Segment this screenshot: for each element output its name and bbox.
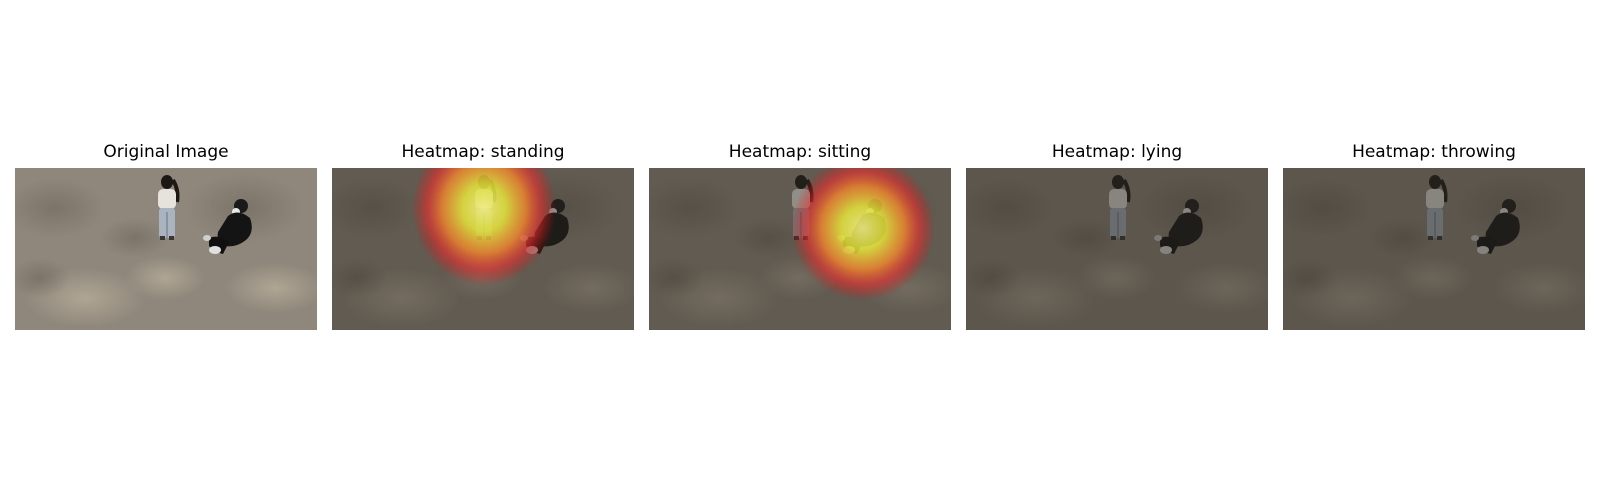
panel-heatmap-throwing: Heatmap: throwing [1283, 136, 1585, 330]
heatmap-image [649, 168, 951, 330]
panel-heatmap-standing: Heatmap: standing [332, 136, 634, 330]
heat-blob [791, 168, 935, 300]
panel-title: Heatmap: standing [401, 142, 565, 162]
dim-overlay [966, 168, 1268, 330]
panel-title: Heatmap: lying [1051, 142, 1183, 162]
panel-title: Original Image [103, 142, 229, 162]
heatmap-image [332, 168, 634, 330]
panel-title: Heatmap: throwing [1352, 142, 1516, 162]
heatmap-image [1283, 168, 1585, 330]
panel-title: Heatmap: sitting [728, 142, 872, 162]
panel-heatmap-lying: Heatmap: lying [966, 136, 1268, 330]
heat-blob [412, 168, 556, 286]
scene-image [15, 168, 317, 330]
heatmap-image [966, 168, 1268, 330]
panel-heatmap-sitting: Heatmap: sitting [649, 136, 951, 330]
dim-overlay [1283, 168, 1585, 330]
panel-original: Original Image [15, 136, 317, 330]
